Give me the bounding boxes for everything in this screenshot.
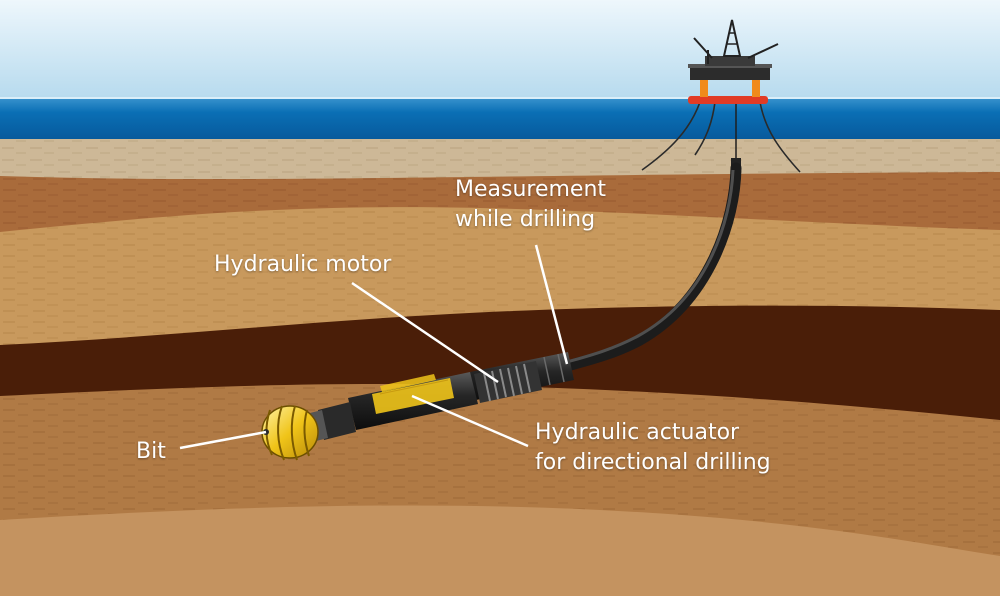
leader-motor — [351, 281, 499, 384]
leader-mwd — [534, 244, 569, 365]
wellhead — [731, 158, 741, 166]
sky — [0, 0, 1000, 100]
offshore-platform — [688, 19, 779, 104]
hydraulic-motor — [474, 361, 542, 403]
label-mwd-line-1: Measurement — [455, 177, 607, 202]
earth-layer-bottom — [0, 505, 1000, 596]
mooring-lines — [641, 101, 801, 173]
drill-string — [554, 162, 742, 374]
label-hydraulic-actuator: Hydraulic actuator for directional drill… — [535, 418, 771, 478]
label-actuator-line-2: for directional drilling — [535, 450, 771, 475]
label-measurement-while-drilling: Measurement while drilling — [455, 175, 606, 235]
leader-bit — [179, 430, 267, 450]
sea — [0, 97, 1000, 141]
label-bit: Bit — [136, 439, 166, 464]
label-actuator-line-1: Hydraulic actuator — [535, 420, 740, 445]
leader-actuator — [411, 394, 529, 448]
label-hydraulic-motor: Hydraulic motor — [214, 252, 392, 277]
leader-lines — [179, 244, 569, 450]
label-mwd-line-2: while drilling — [455, 207, 596, 232]
